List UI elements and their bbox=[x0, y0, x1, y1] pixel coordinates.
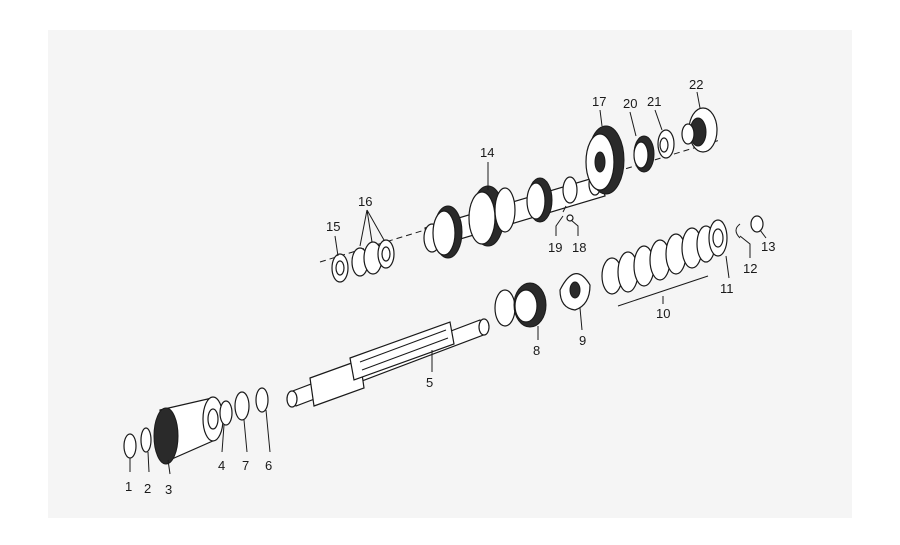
part-13-nut bbox=[750, 215, 764, 233]
part-16-rings bbox=[351, 239, 395, 277]
part-18-pin bbox=[566, 214, 574, 222]
label-13: 13 bbox=[761, 239, 775, 254]
part-3-gear bbox=[153, 396, 224, 465]
label-19: 19 bbox=[548, 240, 562, 255]
leader-lines bbox=[129, 91, 767, 475]
label-2: 2 bbox=[144, 481, 151, 496]
part-1-nut bbox=[123, 433, 137, 459]
label-17: 17 bbox=[592, 94, 606, 109]
upper-shaft-assembly bbox=[319, 107, 721, 283]
label-7: 7 bbox=[242, 458, 249, 473]
label-12: 12 bbox=[743, 261, 757, 276]
part-9-cam bbox=[559, 273, 591, 311]
label-16: 16 bbox=[358, 194, 372, 209]
part-4-ring bbox=[219, 400, 233, 426]
label-10: 10 bbox=[656, 306, 670, 321]
label-11: 11 bbox=[720, 281, 734, 296]
part-12-clip bbox=[735, 223, 741, 239]
lower-shaft-assembly bbox=[123, 215, 764, 465]
label-8: 8 bbox=[533, 343, 540, 358]
label-6: 6 bbox=[265, 458, 272, 473]
part-6-circlip bbox=[255, 387, 269, 413]
part-21-spacer bbox=[657, 129, 675, 159]
label-21: 21 bbox=[647, 94, 661, 109]
part-7-ring bbox=[234, 391, 250, 421]
part-14-countershaft bbox=[423, 172, 606, 259]
label-3: 3 bbox=[165, 482, 172, 497]
label-22: 22 bbox=[689, 77, 703, 92]
part-2-washer bbox=[140, 427, 152, 453]
part-11-washer bbox=[708, 219, 728, 257]
label-14: 14 bbox=[480, 145, 494, 160]
label-4: 4 bbox=[218, 458, 225, 473]
part-19-clip bbox=[562, 205, 567, 213]
part-10-spring bbox=[601, 225, 716, 307]
label-5: 5 bbox=[426, 375, 433, 390]
part-20-needle-bearing bbox=[633, 135, 655, 173]
part-22-hub bbox=[681, 107, 718, 153]
part-5-mainshaft bbox=[286, 318, 490, 408]
part-labels: 1 2 3 4 5 6 7 8 9 10 11 12 13 14 15 16 1… bbox=[125, 77, 775, 497]
label-9: 9 bbox=[579, 333, 586, 348]
label-1: 1 bbox=[125, 479, 132, 494]
part-17-gear bbox=[585, 125, 625, 195]
label-20: 20 bbox=[623, 96, 637, 111]
label-18: 18 bbox=[572, 240, 586, 255]
label-15: 15 bbox=[326, 219, 340, 234]
part-8-bevel-gear bbox=[494, 282, 547, 328]
